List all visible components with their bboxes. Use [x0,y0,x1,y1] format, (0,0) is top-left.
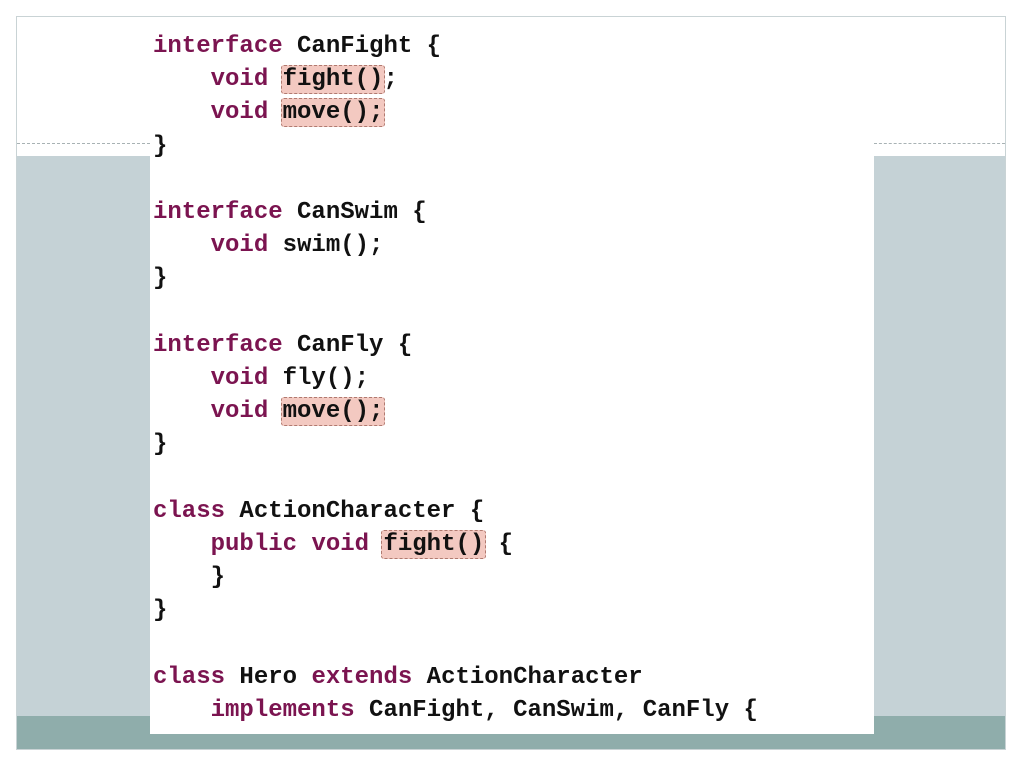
code-text: ActionCharacter { [225,497,485,525]
code-line: void move(); [153,395,758,428]
code-indent [153,365,211,392]
code-line: } [153,130,758,163]
code-text: } [153,431,168,459]
code-keyword: void [210,398,269,426]
code-text: swim(); [268,232,384,260]
code-indent [153,564,211,591]
code-text: ActionCharacter [412,663,643,691]
code-text: Hero [225,663,312,691]
code-block: interface CanFight { void fight(); void … [153,30,758,727]
code-line: } [153,262,758,295]
code-keyword: void [311,530,370,558]
code-keyword: class [153,663,226,691]
code-line: void move(); [153,96,758,129]
code-keyword: void [210,66,269,94]
code-line: } [153,428,758,461]
code-keyword: public [210,530,298,558]
highlighted-method: fight() [280,65,386,95]
code-line: interface CanSwim { [153,196,758,229]
code-line: class ActionCharacter { [153,495,758,528]
code-keyword: interface [153,33,283,60]
code-text: } [153,265,168,293]
code-panel: interface CanFight { void fight(); void … [150,30,874,734]
code-keyword: void [210,232,269,260]
code-keyword: extends [311,663,413,691]
code-indent [153,697,211,724]
code-text: } [153,132,168,160]
code-keyword: class [153,497,226,525]
code-keyword: void [210,364,269,392]
code-keyword: interface [153,198,283,226]
code-text: fly(); [268,364,370,392]
code-indent [153,232,211,259]
code-text: } [153,597,168,625]
code-text: CanSwim { [282,198,427,226]
code-line: ​ [153,461,758,494]
code-line: ​ [153,627,758,660]
code-line: ​ [153,296,758,329]
code-line: } [153,561,758,594]
title-divider-left [17,143,150,144]
code-keyword: void [210,99,269,127]
code-indent [153,99,211,126]
code-text: } [210,564,226,591]
highlighted-method: move(); [280,397,386,427]
code-line: implements CanFight, CanSwim, CanFly { [153,694,758,727]
code-keyword: interface [153,331,283,359]
code-text: { [484,530,514,558]
code-line: ​ [153,163,758,196]
code-text: CanFight { [282,33,442,60]
code-indent [153,66,211,93]
code-line: void fly(); [153,362,758,395]
code-indent [153,398,211,425]
code-line: interface CanFly { [153,329,758,362]
code-line: void swim(); [153,229,758,262]
code-line: } [153,594,758,627]
highlighted-method: fight() [381,529,487,559]
code-keyword: implements [210,696,355,724]
code-text: CanFight, CanSwim, CanFly { [354,696,758,724]
code-text: CanFly { [282,331,413,359]
code-line: public void fight() { [153,528,758,561]
code-line: void fight(); [153,63,758,96]
title-divider-right [874,143,1005,144]
code-line: class Hero extends ActionCharacter [153,661,758,694]
code-indent [153,531,211,558]
code-line: interface CanFight { [153,30,758,63]
code-text [297,531,311,558]
code-text: ; [383,66,398,94]
highlighted-method: move(); [280,98,386,128]
